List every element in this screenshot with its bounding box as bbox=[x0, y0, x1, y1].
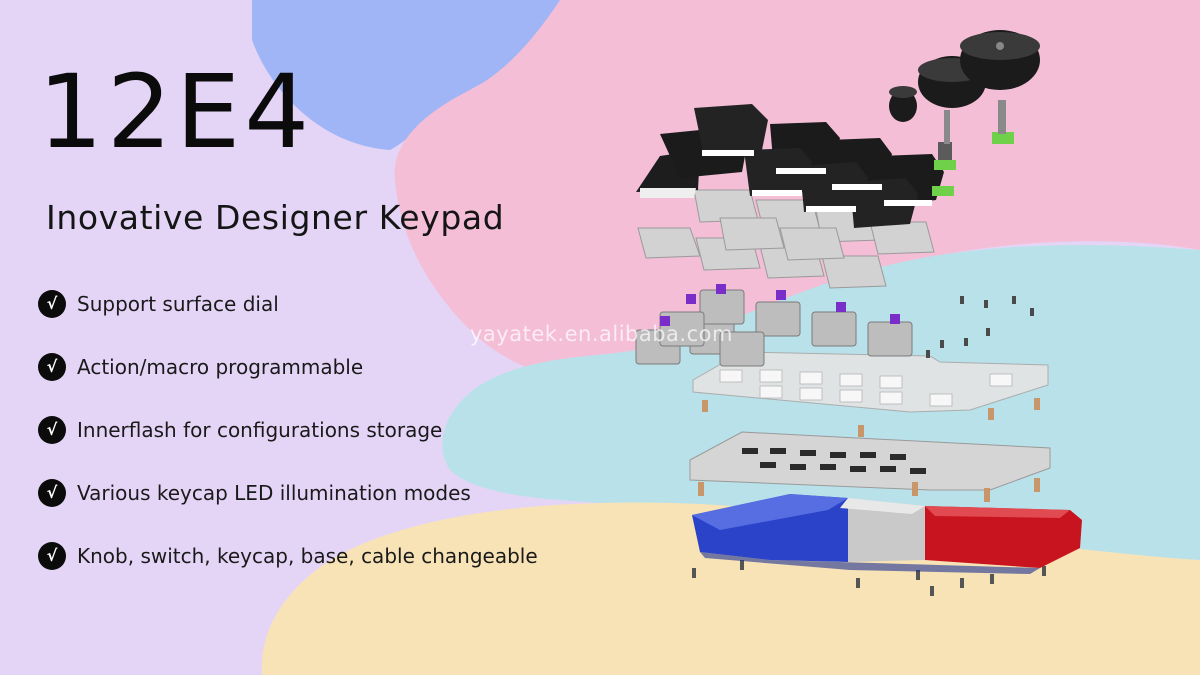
check-icon: √ bbox=[38, 416, 66, 444]
feature-list: √ Support surface dial √ Action/macro pr… bbox=[38, 290, 538, 605]
product-subtitle: Inovative Designer Keypad bbox=[46, 198, 505, 237]
check-icon: √ bbox=[38, 479, 66, 507]
bottom-screws bbox=[692, 560, 1046, 596]
mechanical-switches bbox=[635, 284, 913, 367]
check-icon: √ bbox=[38, 542, 66, 570]
feature-text: Various keycap LED illumination modes bbox=[77, 481, 471, 505]
feature-item: √ Action/macro programmable bbox=[38, 353, 538, 416]
feature-text: Innerflash for configurations storage bbox=[77, 418, 443, 442]
switch-plate bbox=[692, 351, 1049, 413]
feature-text: Knob, switch, keycap, base, cable change… bbox=[77, 544, 538, 568]
rotary-encoders bbox=[932, 100, 1014, 196]
standoffs bbox=[698, 398, 1040, 502]
check-icon: √ bbox=[38, 290, 66, 318]
check-icon: √ bbox=[38, 353, 66, 381]
feature-item: √ Various keycap LED illumination modes bbox=[38, 479, 538, 542]
keypad-case bbox=[692, 494, 1082, 574]
feature-item: √ Innerflash for configurations storage bbox=[38, 416, 538, 479]
feature-text: Support surface dial bbox=[77, 292, 279, 316]
pcb-board bbox=[689, 431, 1051, 491]
feature-item: √ Knob, switch, keycap, base, cable chan… bbox=[38, 542, 538, 605]
feature-item: √ Support surface dial bbox=[38, 290, 538, 353]
keycaps bbox=[636, 104, 944, 228]
watermark: yayatek.en.alibaba.com bbox=[470, 322, 733, 346]
plate-screws bbox=[926, 296, 1034, 358]
product-title: 12E4 bbox=[38, 53, 314, 172]
keycap-inserts bbox=[637, 189, 935, 289]
feature-text: Action/macro programmable bbox=[77, 355, 364, 379]
exploded-keypad-illustration bbox=[635, 30, 1082, 596]
knobs bbox=[889, 30, 1040, 122]
